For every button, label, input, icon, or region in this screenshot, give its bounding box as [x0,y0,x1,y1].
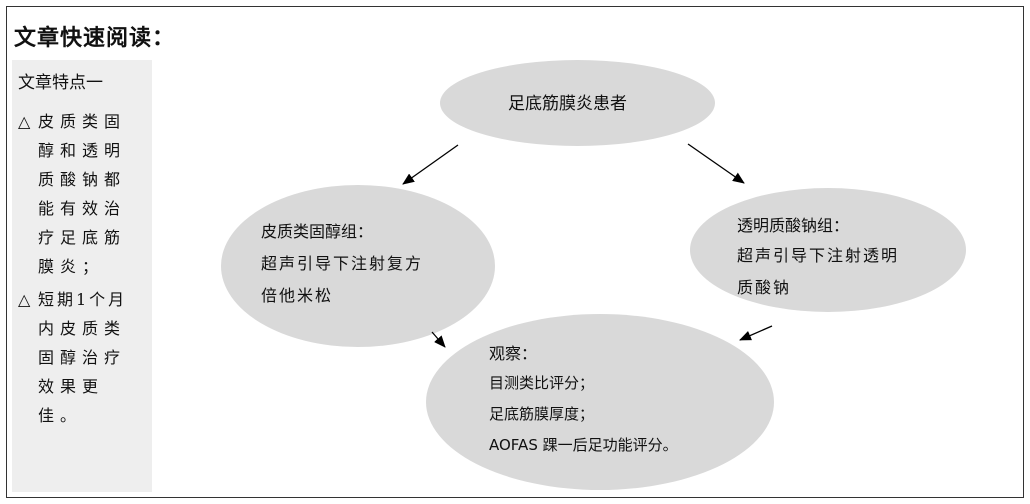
feature-line: 能有效治 [38,199,127,218]
node-hyaluronate-group [690,188,966,312]
feature-text: 短期1个月 内皮质类 固醇治疗 效果更佳。 [38,285,142,430]
arrow-left-to-observation [431,331,446,348]
node-left-line: 倍他米松 [261,286,334,305]
feature-line: 内皮质类 [38,319,127,338]
node-bottom-title: 观察： [489,344,538,363]
node-right-title: 透明质酸钠组： [737,216,850,235]
node-left-line: 超声引导下注射复方 [261,254,424,273]
feature-item: △ 皮质类固 醇和透明 质酸钠都 能有效治 疗足底筋 膜炎； [18,107,146,281]
sidebar: 文章特点一 △ 皮质类固 醇和透明 质酸钠都 能有效治 疗足底筋 膜炎； △ 短… [12,60,152,492]
feature-line: 短期1个月 [38,290,128,309]
feature-line: 膜炎； [38,257,105,276]
triangle-icon: △ [18,112,31,131]
node-patients [440,60,715,146]
feature-line: 效果更佳。 [38,377,105,425]
observation-item: 目测类比评分； [489,374,595,392]
observation-item: AOFAS 踝一后足功能评分。 [489,436,678,454]
node-corticosteroid-group [221,185,495,347]
sidebar-heading: 文章特点一 [18,73,103,93]
node-left-body: 超声引导下注射复方 倍他米松 [261,248,423,312]
node-right-line: 质酸钠 [737,278,792,297]
node-observation [426,314,774,490]
arrow-to-right-group [687,143,745,184]
feature-item: △ 短期1个月 内皮质类 固醇治疗 效果更佳。 [18,285,146,430]
page-title: 文章快速阅读： [14,26,176,51]
feature-text: 皮质类固 醇和透明 质酸钠都 能有效治 疗足底筋 膜炎； [38,107,142,281]
node-right-line: 超声引导下注射透明 [737,246,900,265]
feature-line: 质酸钠都 [38,170,127,189]
feature-line: 醇和透明 [38,141,127,160]
feature-line: 皮质类固 [38,112,127,131]
triangle-icon: △ [18,290,31,309]
node-patients-label: 足底筋膜炎患者 [508,94,627,114]
arrow-to-left-group [402,144,459,185]
node-right-body: 超声引导下注射透明 质酸钠 [737,240,899,304]
observation-item: 足底筋膜厚度； [489,405,595,423]
node-left-title: 皮质类固醇组： [261,222,374,241]
feature-line: 疗足底筋 [38,228,127,247]
feature-line: 固醇治疗 [38,348,127,367]
arrow-right-to-observation [739,325,773,341]
